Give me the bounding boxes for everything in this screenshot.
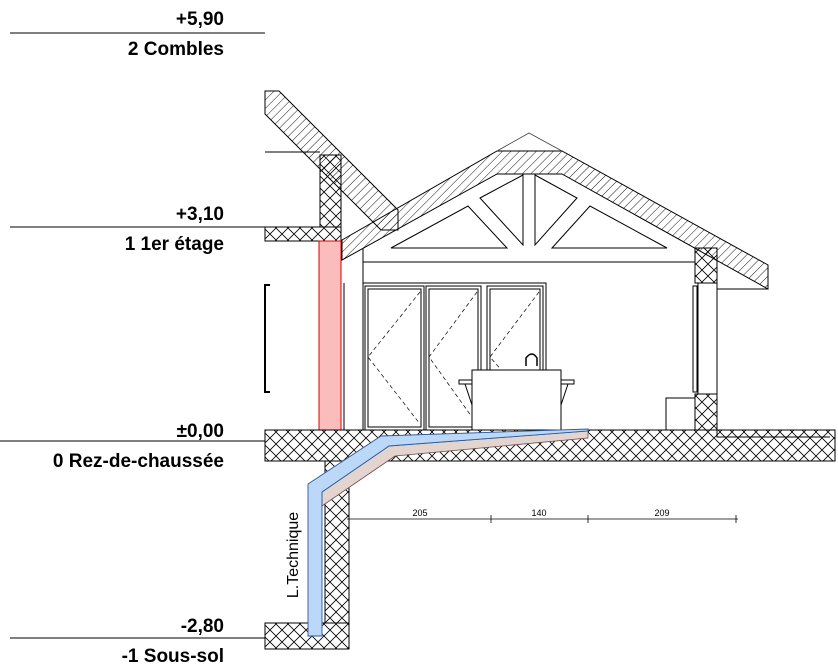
dimension-line xyxy=(347,515,738,523)
dimension-label: 209 xyxy=(654,508,669,518)
dimension-label: 140 xyxy=(531,508,546,518)
level-elevation: ±0,00 xyxy=(177,421,224,442)
level-name: -1 Sous-sol xyxy=(122,646,224,667)
level-elevation: +3,10 xyxy=(176,204,224,225)
first-floor-slab xyxy=(264,226,342,242)
upper-wall xyxy=(319,154,342,228)
level-elevation: +5,90 xyxy=(176,9,224,30)
right-wall-upper xyxy=(694,247,718,284)
appliance-box xyxy=(665,397,696,431)
right-window xyxy=(697,282,718,395)
roof-ridge xyxy=(496,132,563,152)
kitchen-island xyxy=(458,353,575,431)
level-name: 1 1er étage xyxy=(125,234,224,255)
level-lines xyxy=(0,32,265,639)
dimension-label: 205 xyxy=(412,508,427,518)
right-window-frame xyxy=(692,285,698,393)
roof-truss xyxy=(390,174,668,249)
faucet-icon xyxy=(525,353,538,366)
duct-label: L.Technique xyxy=(285,512,302,598)
highlighted-column xyxy=(318,240,342,431)
left-window xyxy=(264,284,270,393)
level-elevation: -2,80 xyxy=(181,616,224,637)
level-name: 2 Combles xyxy=(128,39,224,60)
exterior-outline xyxy=(716,289,830,438)
basement-slab xyxy=(264,622,350,650)
right-wall-lower xyxy=(694,393,718,431)
level-name: 0 Rez-de-chaussée xyxy=(53,451,224,472)
technical-duct xyxy=(307,428,589,637)
